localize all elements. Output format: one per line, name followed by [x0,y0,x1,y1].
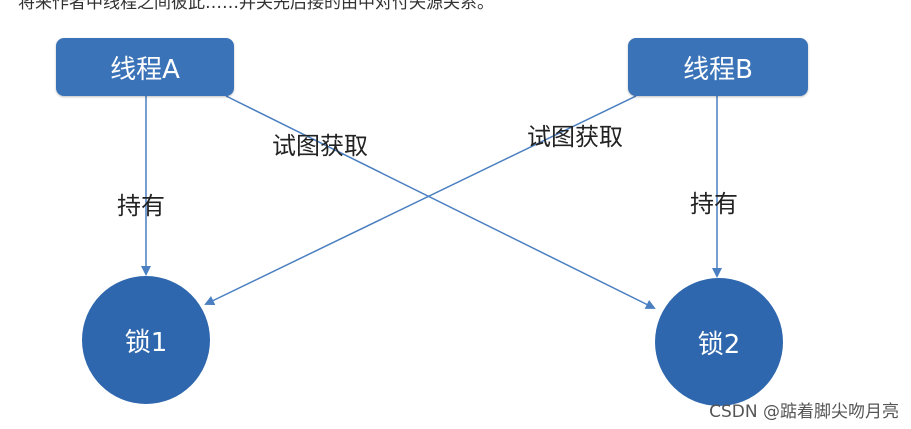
hold-label-a: 持有 [117,192,165,220]
lock-2-node: 锁2 [655,278,783,406]
hold-label-b: 持有 [690,190,738,218]
edge-b-tries-lock1 [204,95,637,306]
lock-1-node: 锁1 [82,276,210,404]
thread-b-node: 线程B [628,38,808,96]
try-acquire-label-b: 试图获取 [527,123,623,151]
csdn-watermark: CSDN @踮着脚尖吻月亮 [709,402,899,422]
thread-a-node: 线程A [56,38,234,96]
cut-off-caption: 将来作者中线程之间彼此……并关先后接的由中对付失源关系。 [18,0,494,13]
edge-a-tries-lock2 [225,95,656,309]
try-acquire-label-a: 试图获取 [272,132,368,160]
